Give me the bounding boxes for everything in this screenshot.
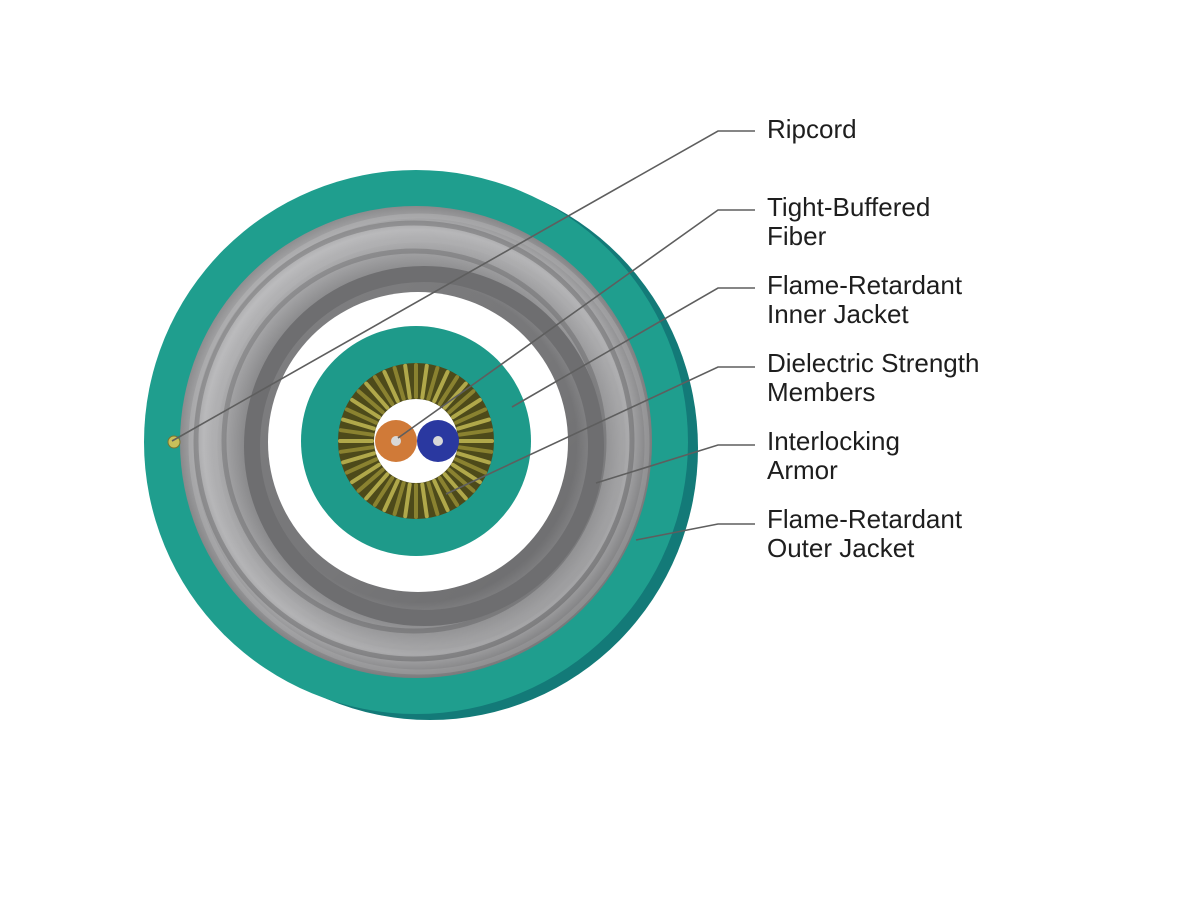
label-line: Armor	[767, 455, 838, 485]
strength-member-strand	[457, 428, 494, 437]
strength-member-strand	[432, 479, 450, 513]
leader-line-inner-jacket	[511, 287, 755, 408]
strength-member-strand	[382, 369, 400, 403]
label-line: Flame-Retardant	[767, 504, 963, 534]
cable-cross-section	[144, 170, 698, 720]
strength-member-strand	[447, 467, 476, 493]
strength-member-strand	[437, 476, 460, 507]
strength-member-strand	[392, 366, 406, 401]
fiber-core-blue	[433, 436, 443, 446]
label-ripcord: Ripcord	[767, 114, 857, 144]
strength-member-strand	[392, 481, 406, 516]
strength-member-strand	[344, 457, 378, 475]
strength-member-strand	[382, 479, 400, 513]
strength-member-strand	[338, 445, 375, 454]
strength-member-strand	[437, 375, 460, 406]
strength-member-strand	[432, 369, 450, 403]
strength-member-strand	[426, 481, 440, 516]
armor-inner-groove	[244, 266, 604, 626]
strength-member-strand	[341, 417, 376, 431]
strength-member-strand	[420, 363, 429, 400]
leader-line-strength-members	[445, 366, 755, 495]
strength-member-strand	[372, 476, 395, 507]
label-line: Fiber	[767, 221, 827, 251]
strength-member-strand	[350, 397, 381, 420]
strength-member-strand	[454, 407, 488, 425]
strength-member-strand	[341, 451, 376, 465]
leader-line-ripcord	[171, 130, 755, 442]
strength-member-strand	[338, 428, 375, 437]
strength-member-strand	[403, 363, 412, 400]
strength-member-strand	[403, 482, 412, 519]
strength-member-strand	[457, 445, 494, 454]
label-line: Ripcord	[767, 114, 857, 144]
strength-member-strand	[364, 381, 390, 410]
leader-line-interlocking-armor	[595, 444, 755, 484]
label-line: Outer Jacket	[767, 533, 915, 563]
strength-member-strand	[451, 397, 482, 420]
label-line: Interlocking	[767, 426, 900, 456]
strength-member-strand	[426, 366, 440, 401]
strength-member-strand	[447, 389, 476, 415]
strength-member-strand	[356, 389, 385, 415]
strength-member-strand	[451, 462, 482, 485]
label-line: Dielectric Strength	[767, 348, 979, 378]
label-line: Members	[767, 377, 875, 407]
label-line: Inner Jacket	[767, 299, 909, 329]
strength-member-strand	[356, 467, 385, 493]
dielectric-strength-members	[338, 363, 494, 519]
leader-line-tight-buffered-fiber	[397, 209, 755, 439]
strength-member-strand	[420, 482, 429, 519]
strength-member-strand	[442, 381, 468, 410]
label-line: Tight-Buffered	[767, 192, 930, 222]
strength-member-strand	[454, 457, 488, 475]
strength-member-strand	[442, 472, 468, 501]
strength-member-strand	[350, 462, 381, 485]
label-line: Flame-Retardant	[767, 270, 963, 300]
leader-lines	[171, 130, 755, 541]
strength-member-strand	[456, 451, 491, 465]
strength-member-strand	[456, 417, 491, 431]
strength-member-strand	[372, 375, 395, 406]
strength-member-strand	[344, 407, 378, 425]
strength-member-strand	[364, 472, 390, 501]
leader-line-outer-jacket	[635, 523, 755, 541]
